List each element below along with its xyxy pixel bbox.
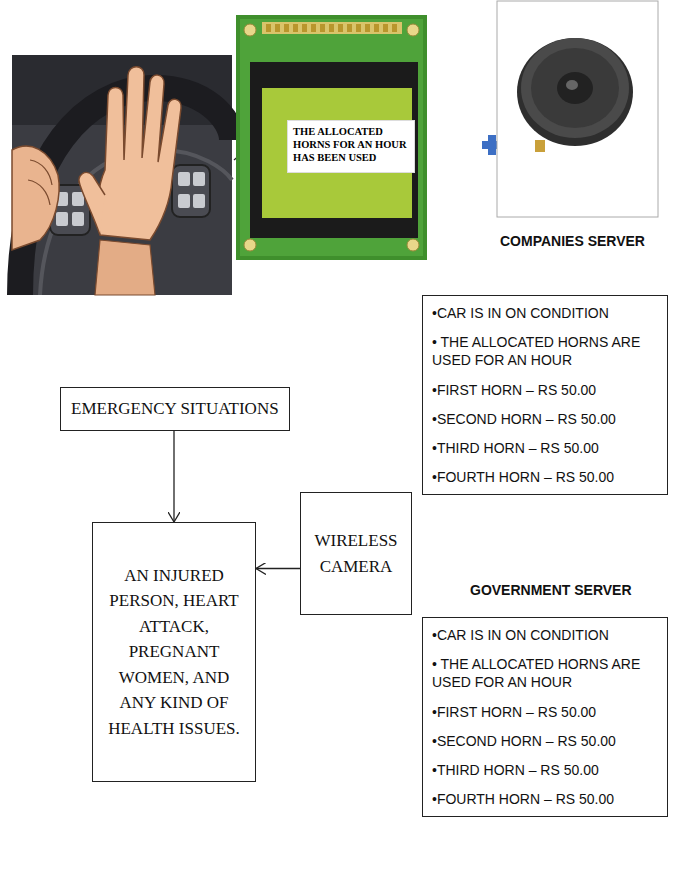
- node-text: •CAR IS IN ON CONDITION: [432, 304, 658, 322]
- camera-box: WIRELESS CAMERA: [300, 492, 412, 615]
- health-box: AN INJURED PERSON, HEART ATTACK, PREGNAN…: [92, 522, 256, 782]
- node-text: •THIRD HORN – RS 50.00: [432, 761, 658, 779]
- node-text: •FIRST HORN – RS 50.00: [432, 381, 658, 399]
- node-text: WIRELESS CAMERA: [309, 528, 403, 579]
- node-text: •SECOND HORN – RS 50.00: [432, 410, 658, 428]
- node-text: •FOURTH HORN – RS 50.00: [432, 790, 658, 808]
- lcd-module-picture: [236, 15, 427, 260]
- speaker-picture: [497, 1, 658, 217]
- node-text: • THE ALLOCATED HORNS ARE USED FOR AN HO…: [432, 333, 658, 369]
- node-text: AN INJURED PERSON, HEART ATTACK, PREGNAN…: [101, 563, 247, 742]
- node-text: •FIRST HORN – RS 50.00: [432, 703, 658, 721]
- node-text: •CAR IS IN ON CONDITION: [432, 626, 658, 644]
- server-label: GOVERNMENT SERVER: [470, 582, 632, 598]
- server-label: COMPANIES SERVER: [500, 233, 645, 249]
- node-text: EMERGENCY SITUATIONS: [71, 399, 279, 419]
- node-text: •SECOND HORN – RS 50.00: [432, 732, 658, 750]
- connector-arrow: [256, 568, 300, 569]
- node-text: • THE ALLOCATED HORNS ARE USED FOR AN HO…: [432, 655, 658, 691]
- steering-wheel-picture: [12, 55, 232, 295]
- node-text: •FOURTH HORN – RS 50.00: [432, 468, 658, 486]
- lcd-text-box: THE ALLOCATED HORNS FOR AN HOUR HAS BEEN…: [287, 120, 415, 173]
- connector-arrow: [173, 431, 174, 522]
- node-text: •THIRD HORN – RS 50.00: [432, 439, 658, 457]
- server-list-box: •CAR IS IN ON CONDITION • THE ALLOCATED H…: [422, 295, 668, 495]
- server-list-box: •CAR IS IN ON CONDITION • THE ALLOCATED H…: [422, 617, 668, 817]
- emergency-box: EMERGENCY SITUATIONS: [60, 387, 290, 431]
- node-text: THE ALLOCATED HORNS FOR AN HOUR HAS BEEN…: [293, 125, 409, 164]
